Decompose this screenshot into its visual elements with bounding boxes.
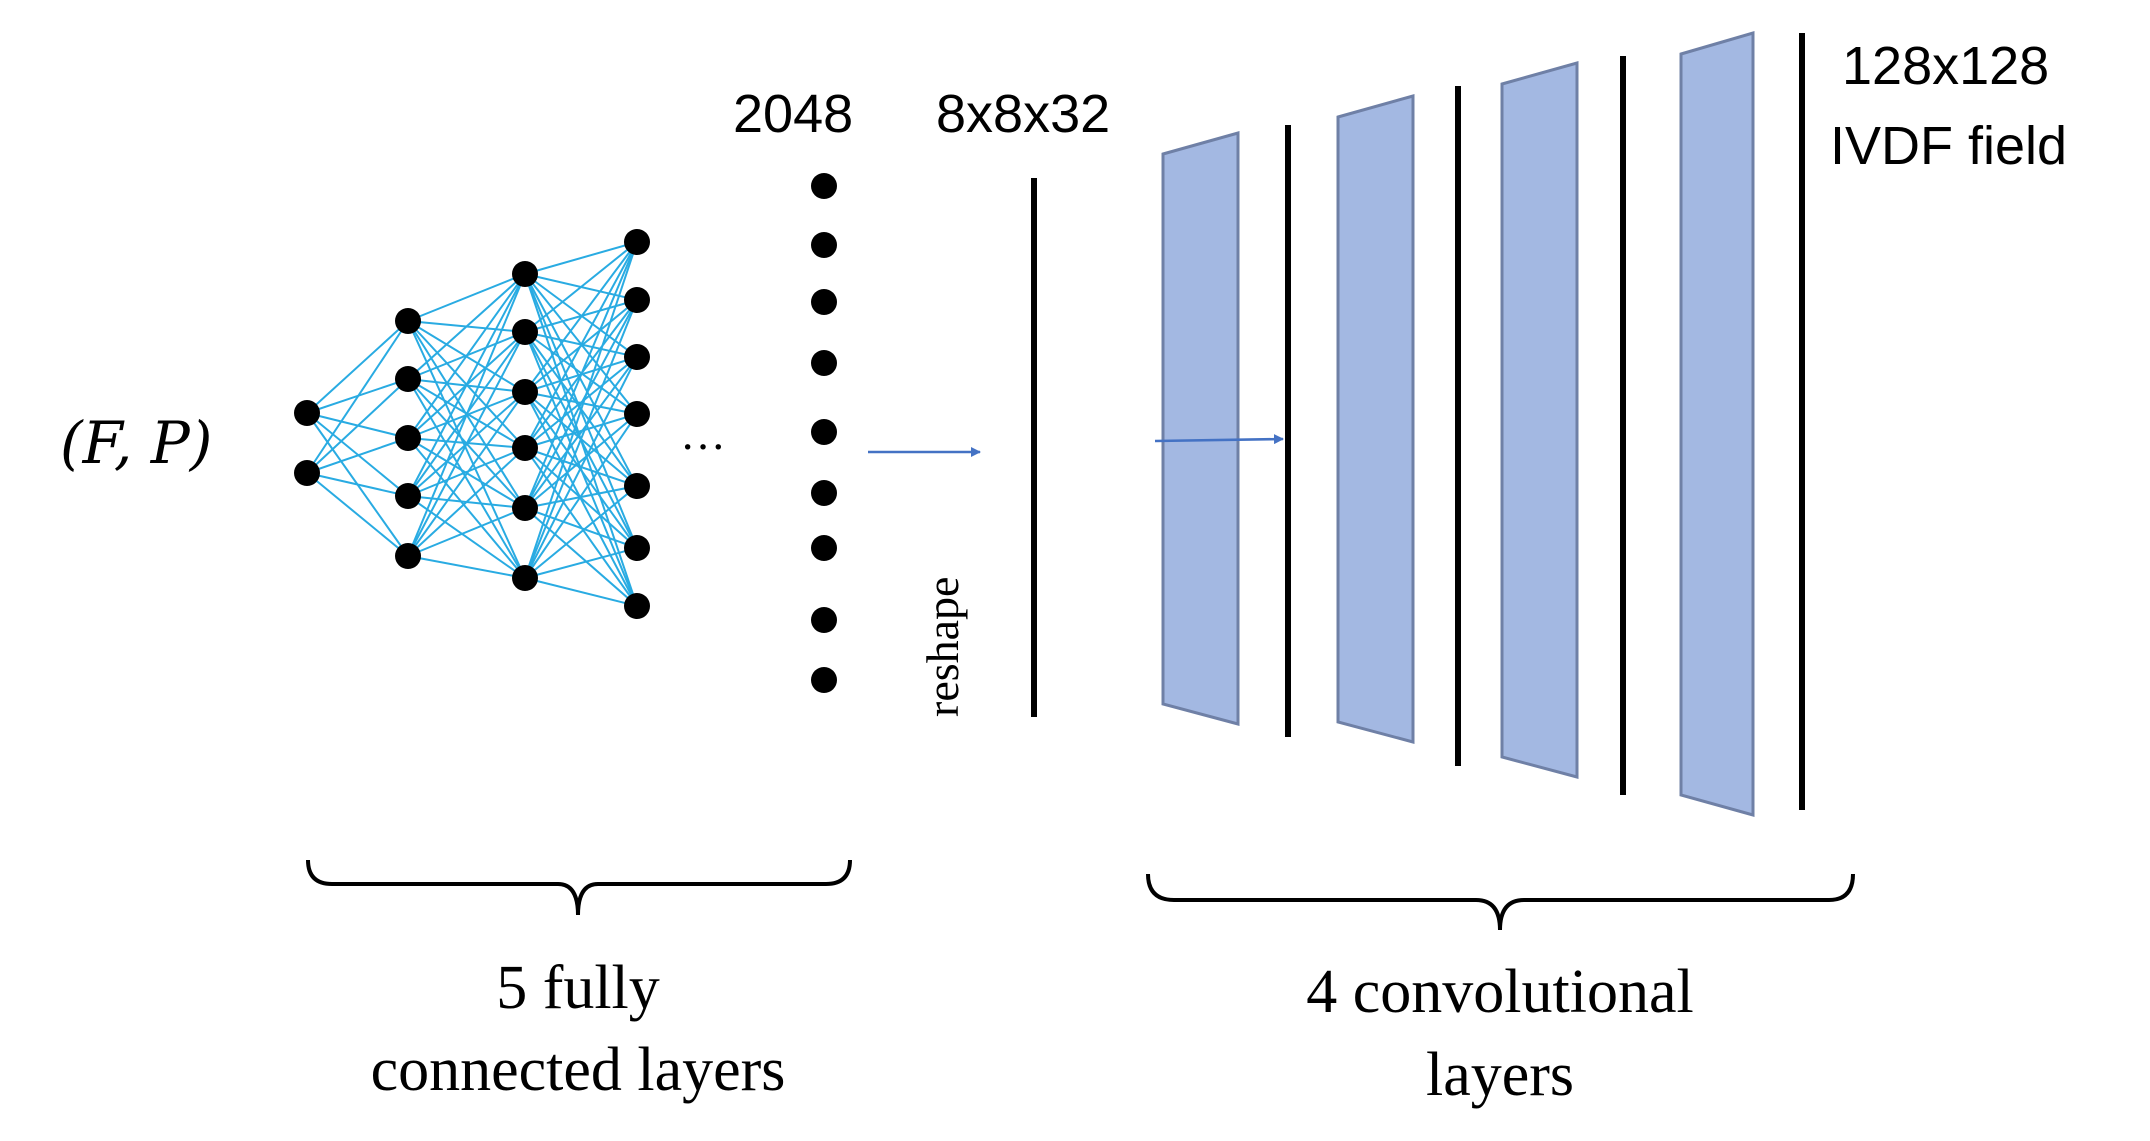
conv-arrow bbox=[1154, 434, 1284, 445]
fc-connection bbox=[524, 413, 638, 509]
fc-output-node bbox=[811, 480, 837, 506]
fc-node bbox=[395, 543, 421, 569]
fc-output-node bbox=[811, 607, 837, 633]
fc-node bbox=[512, 319, 538, 345]
fc-node bbox=[624, 229, 650, 255]
fc-connection bbox=[524, 241, 638, 449]
fc-connection bbox=[407, 437, 526, 579]
fc-node bbox=[624, 593, 650, 619]
conv-caption-line2: layers bbox=[1426, 1041, 1574, 1109]
fc-node bbox=[395, 366, 421, 392]
fc-output-node bbox=[811, 419, 837, 445]
output-label-line1: 128x128 bbox=[1842, 36, 2049, 96]
fc-node bbox=[624, 344, 650, 370]
reshape-size-label: 8x8x32 bbox=[936, 84, 1110, 144]
fc-connection bbox=[524, 507, 638, 549]
fc-caption-line1: 5 fully bbox=[496, 954, 660, 1022]
fc-node bbox=[395, 483, 421, 509]
fc-caption-line2: connected layers bbox=[371, 1036, 786, 1104]
conv-layer-1 bbox=[1161, 131, 1240, 726]
fc-connection bbox=[306, 437, 409, 474]
fc-connection bbox=[407, 273, 526, 380]
output-label-line2: IVDF field bbox=[1830, 116, 2067, 176]
fc-connection bbox=[524, 241, 638, 393]
fc-node bbox=[512, 261, 538, 287]
fc-connection bbox=[524, 241, 638, 275]
fc-node bbox=[512, 495, 538, 521]
fc-connection bbox=[524, 241, 638, 579]
fc-connection bbox=[407, 391, 526, 557]
fc-connection bbox=[306, 378, 409, 474]
fc-output-node bbox=[811, 535, 837, 561]
fc-connection bbox=[524, 547, 638, 579]
fc-output-node bbox=[811, 350, 837, 376]
ellipsis: ··· bbox=[680, 421, 726, 472]
fc-output-size-label: 2048 bbox=[733, 84, 853, 144]
fc-connection bbox=[524, 391, 638, 549]
fc-connection bbox=[524, 241, 638, 333]
fc-connection bbox=[306, 472, 409, 557]
fc-connection bbox=[524, 356, 638, 579]
fc-node bbox=[395, 425, 421, 451]
fc-node bbox=[624, 535, 650, 561]
fc-connection bbox=[407, 447, 526, 557]
conv-layer-3 bbox=[1500, 61, 1579, 779]
fc-connection bbox=[407, 273, 526, 497]
fc-node bbox=[512, 379, 538, 405]
fc-nodes bbox=[294, 229, 650, 619]
fc-connection bbox=[306, 472, 409, 497]
fc-node bbox=[294, 460, 320, 486]
conv-caption-line1: 4 convolutional bbox=[1306, 958, 1693, 1026]
fc-connection bbox=[407, 331, 526, 557]
fc-connection bbox=[524, 299, 638, 579]
fc-output-node bbox=[811, 667, 837, 693]
fc-node bbox=[294, 400, 320, 426]
conv-brace bbox=[1146, 873, 1855, 931]
fc-node bbox=[624, 401, 650, 427]
fc-output-layer bbox=[811, 173, 837, 693]
fc-connection bbox=[306, 320, 409, 414]
fc-node bbox=[395, 308, 421, 334]
fc-connection bbox=[407, 507, 526, 557]
fc-node bbox=[512, 565, 538, 591]
conv-layer-4 bbox=[1679, 31, 1755, 817]
fc-connections bbox=[306, 241, 638, 607]
fc-connection bbox=[524, 273, 638, 487]
fc-node bbox=[624, 473, 650, 499]
fc-connection bbox=[407, 447, 526, 497]
fc-connection bbox=[524, 485, 638, 579]
fc-connection bbox=[524, 413, 638, 579]
fc-connection bbox=[407, 273, 526, 322]
fc-connection bbox=[524, 356, 638, 509]
fc-output-node bbox=[811, 173, 837, 199]
fc-output-node bbox=[811, 232, 837, 258]
fc-connection bbox=[524, 241, 638, 509]
input-label: (F, P) bbox=[60, 409, 212, 477]
fc-output-node bbox=[811, 289, 837, 315]
fc-connection bbox=[306, 320, 409, 474]
fc-connection bbox=[524, 577, 638, 607]
fc-connection bbox=[407, 555, 526, 579]
fc-connection bbox=[524, 299, 638, 509]
fc-connection bbox=[407, 273, 526, 439]
fc-brace bbox=[306, 859, 852, 916]
fc-node bbox=[624, 287, 650, 313]
reshape-label: reshape bbox=[917, 577, 968, 717]
conv-layer-2 bbox=[1336, 94, 1415, 744]
fc-node bbox=[512, 435, 538, 461]
fc-connection bbox=[407, 320, 526, 579]
fc-connection bbox=[407, 273, 526, 557]
